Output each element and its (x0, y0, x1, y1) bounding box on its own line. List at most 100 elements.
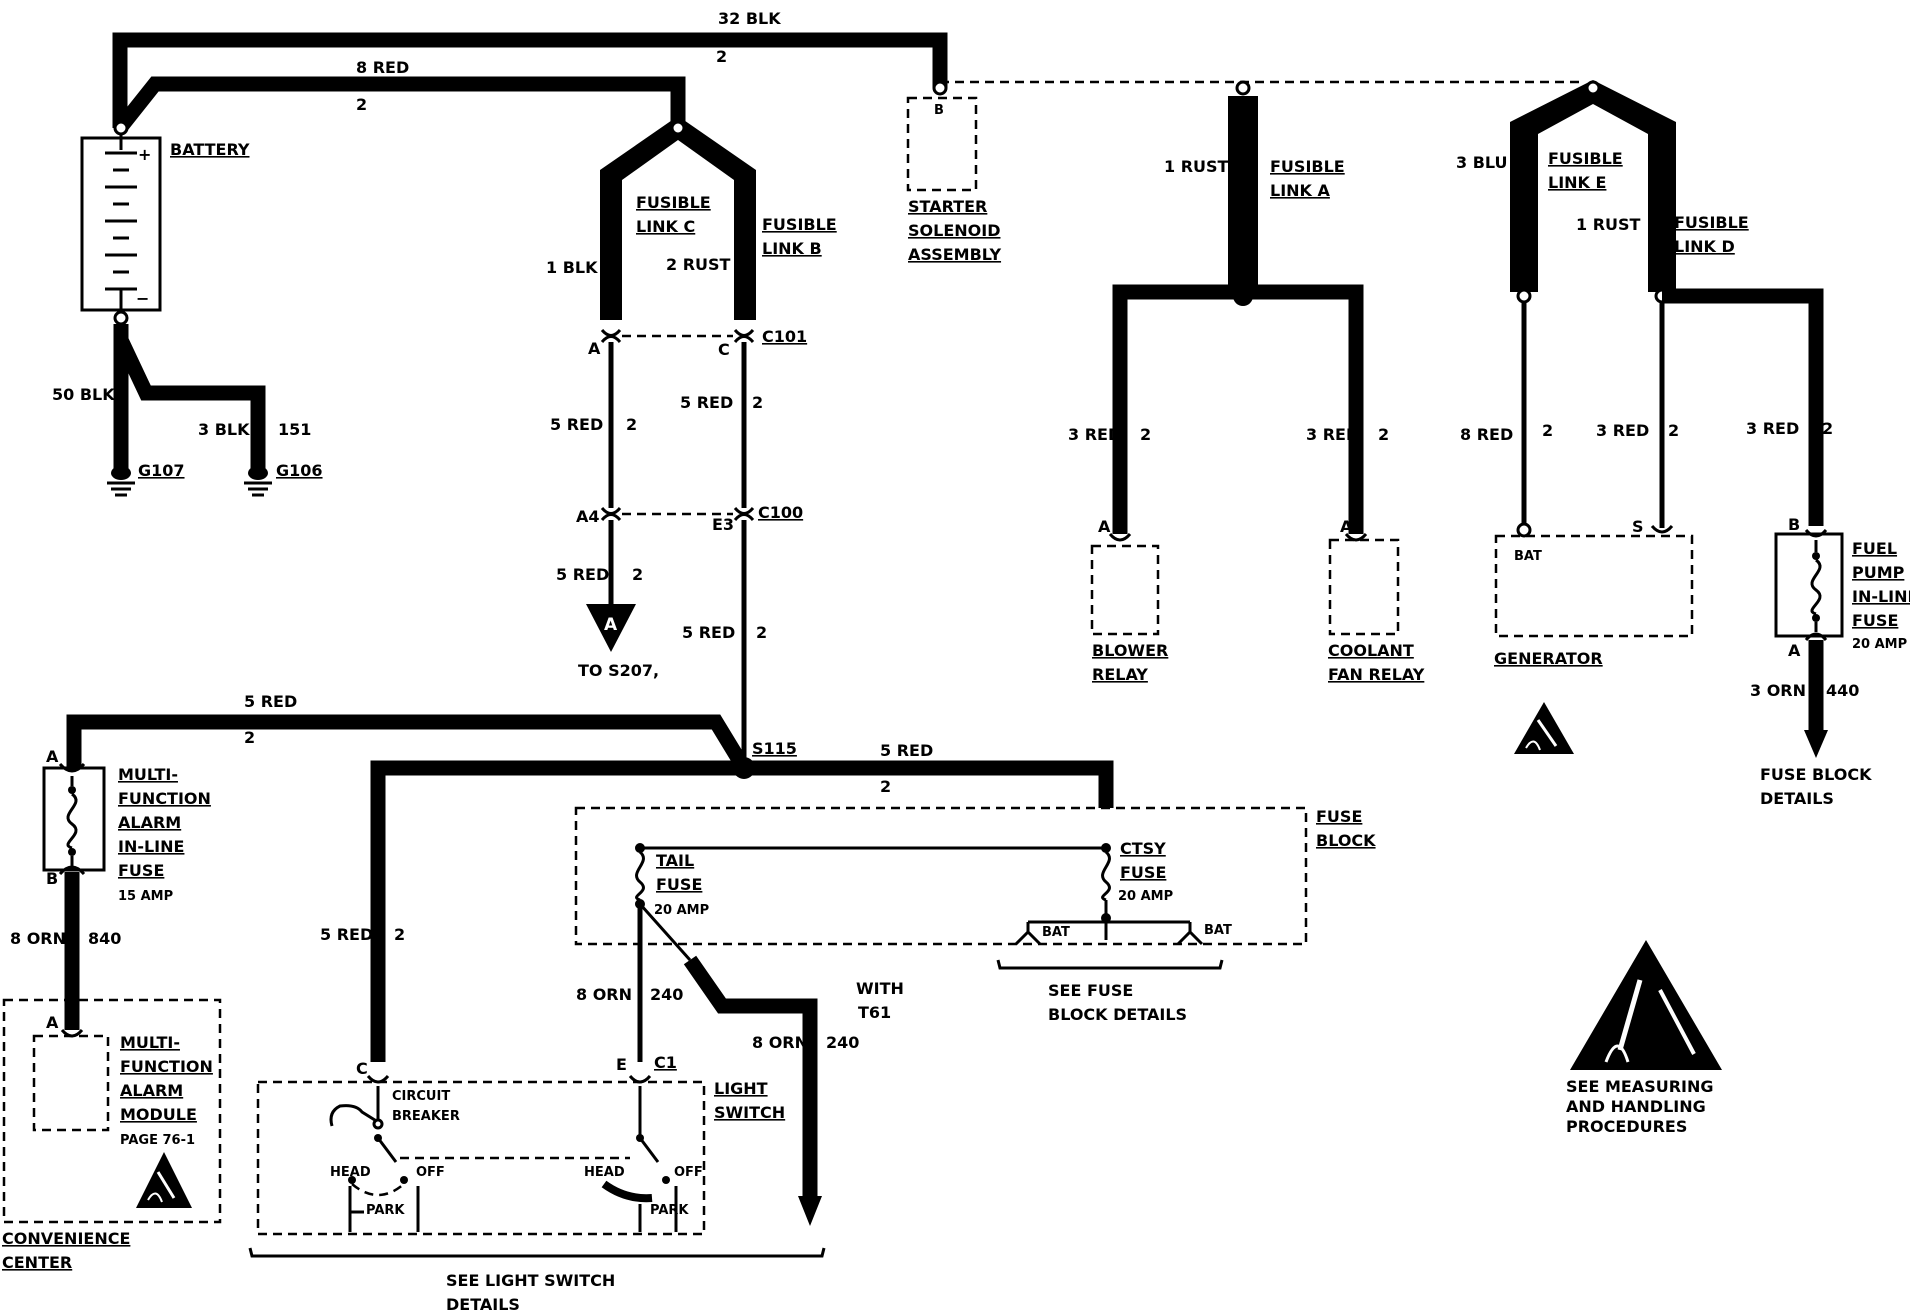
diagram-label: + (138, 145, 151, 164)
diagram-label: CTSY (1120, 839, 1166, 858)
wire-label-3red-fuel: 3 RED (1746, 419, 1799, 438)
wire-circuit-5red-right: 2 (880, 777, 891, 796)
wire-label-8orn-t61: 8 ORN (752, 1033, 808, 1052)
fusible-link-c-line1: FUSIBLE (636, 193, 711, 212)
c100-label: C100 (758, 503, 803, 522)
diagram-label: MULTI- (118, 765, 178, 784)
diagram-label: GENERATOR (1494, 649, 1603, 668)
diagram-label: FUSE BLOCK (1760, 765, 1872, 784)
fuel-fuse-pin-b: B (1788, 515, 1800, 534)
wire-circuit-3red-gen: 2 (1668, 421, 1679, 440)
fusible-link-c-line2: LINK C (636, 217, 695, 236)
diagram-label: SEE MEASURING (1566, 1077, 1714, 1096)
diagram-label: IN-LINE (118, 837, 184, 856)
alarm-module-pin-a: A (46, 1013, 59, 1032)
alarm-fuse-pin-a: A (46, 747, 59, 766)
diagram-label: FAN RELAY (1328, 665, 1425, 684)
diagram-label: CONVENIENCE (2, 1229, 130, 1248)
coolant-fan-relay: A COOLANT FAN RELAY (1328, 517, 1425, 684)
wire-label-1blk: 1 BLK (546, 258, 598, 277)
diagram-label: − (136, 289, 149, 308)
diagram-label: STARTER (908, 197, 987, 216)
light-switch-pin-e: E (616, 1055, 627, 1074)
wire-circuit-5red-left: 2 (244, 728, 255, 747)
wire-label-5red-right: 5 RED (880, 741, 933, 760)
diagram-label: FUEL (1852, 539, 1897, 558)
c101-label: C101 (762, 327, 807, 346)
wire-label-3blk: 3 BLK (198, 420, 250, 439)
diagram-label: FUSE (1852, 611, 1898, 630)
wire-circuit-5red-c: 2 (632, 565, 643, 584)
esd-icon-small (136, 1152, 192, 1208)
fuel-fuse-pin-a: A (1788, 641, 1801, 660)
splice-s115: S115 5 RED 2 5 RED 2 5 RED 2 (66, 692, 1114, 1062)
diagram-label: PUMP (1852, 563, 1905, 582)
to-s207-label: TO S207, (578, 661, 659, 680)
pin-a4-c100: A4 (576, 507, 600, 526)
battery: + − BATTERY (80, 120, 250, 326)
diagram-label: MULTI- (120, 1033, 180, 1052)
diagram-label: TAIL (656, 851, 694, 870)
diagram-label: BLOWER (1092, 641, 1168, 660)
fusible-links-c-b: FUSIBLE LINK C FUSIBLE LINK B 1 BLK 2 RU… (546, 116, 837, 320)
wire-label-5red-ls: 5 RED (320, 925, 373, 944)
wire-circuit-3orn: 440 (1826, 681, 1859, 700)
alarm-fuse-amp: 15 AMP (118, 889, 173, 904)
diagram-label: PARK (366, 1203, 405, 1218)
pin-e3-c100: E3 (712, 515, 734, 534)
wire-label-8red: 8 RED (356, 58, 409, 77)
diagram-label: BREAKER (392, 1109, 460, 1124)
wire-label-3red-gen: 3 RED (1596, 421, 1649, 440)
fuel-pump-inline-fuse: B A FUEL PUMP IN-LINE FUSE 20 AMP 3 ORN … (1750, 515, 1910, 808)
ctsy-fuse-amp: 20 AMP (1118, 889, 1173, 904)
pin-c-c101: C (718, 340, 730, 359)
wire-label-2rust: 2 RUST (666, 255, 731, 274)
diagram-label: FUSIBLE (1674, 213, 1749, 232)
diagram-label: BLOCK DETAILS (1048, 1005, 1187, 1024)
diagram-label: SEE LIGHT SWITCH (446, 1271, 615, 1290)
diagram-label: OFF (674, 1165, 703, 1180)
esd-icon-generator (1514, 702, 1574, 754)
wire-c100-s115: 5 RED 2 (682, 520, 767, 768)
offpage-a-letter: A (604, 615, 618, 635)
battery-grounds: 50 BLK 3 BLK 151 G107 G106 (52, 324, 323, 497)
connector-c100: A4 E3 C100 (576, 503, 803, 534)
blower-relay: A BLOWER RELAY (1090, 517, 1168, 684)
diagram-label: LINK D (1674, 237, 1735, 256)
fuel-fuse-amp: 20 AMP (1852, 637, 1907, 652)
connector-c101: A C C101 (588, 327, 807, 359)
alarm-fuse-pin-b: B (46, 869, 58, 888)
diagram-label: SOLENOID (908, 221, 1000, 240)
diagram-label: SWITCH (714, 1103, 785, 1122)
diagram-label: FUSE (1316, 807, 1362, 826)
diagram-label: PROCEDURES (1566, 1117, 1687, 1136)
diagram-label: LIGHT (714, 1079, 768, 1098)
alarm-inline-fuse: A B MULTI- FUNCTION ALARM IN-LINE FUSE 1… (10, 747, 211, 1030)
diagram-label: FUSE (1120, 863, 1166, 882)
tail-fuse-amp: 20 AMP (654, 903, 709, 918)
diagram-label: PARK (650, 1203, 689, 1218)
coolant-pin-a: A (1340, 517, 1353, 536)
offpage-to-s207: A 5 RED 2 TO S207, (556, 520, 659, 680)
diagram-label: OFF (416, 1165, 445, 1180)
fuse-block-bat-left: BAT (1042, 925, 1070, 940)
diagram-label: DETAILS (1760, 789, 1834, 808)
diagram-label: ALARM (120, 1081, 183, 1100)
wire-label-5red-a: 5 RED (550, 415, 603, 434)
wire-circuit-32blk: 2 (716, 47, 727, 66)
fusible-link-b-line1: FUSIBLE (762, 215, 837, 234)
generator-pin-s: S (1632, 517, 1644, 536)
diagram-label: FUNCTION (120, 1057, 213, 1076)
tail-fuse-outputs: 8 ORN 240 WITH T61 8 ORN 240 (576, 903, 904, 1226)
generator-pin-bat: BAT (1514, 549, 1542, 564)
fuse-block: FUSE BLOCK TAIL FUSE 20 AMP CTSY FUSE 20… (574, 806, 1376, 1024)
wire-circuit-3red-fuel: 2 (1822, 419, 1833, 438)
diagram-label: MODULE (120, 1105, 197, 1124)
diagram-label: HEAD (330, 1165, 371, 1180)
starter-pin-b: B (934, 103, 944, 118)
c1-label: C1 (654, 1053, 677, 1072)
diagram-label: SEE FUSE (1048, 981, 1133, 1000)
wire-circuit-5red-ls: 2 (394, 925, 405, 944)
light-switch-pin-c: C (356, 1059, 368, 1078)
